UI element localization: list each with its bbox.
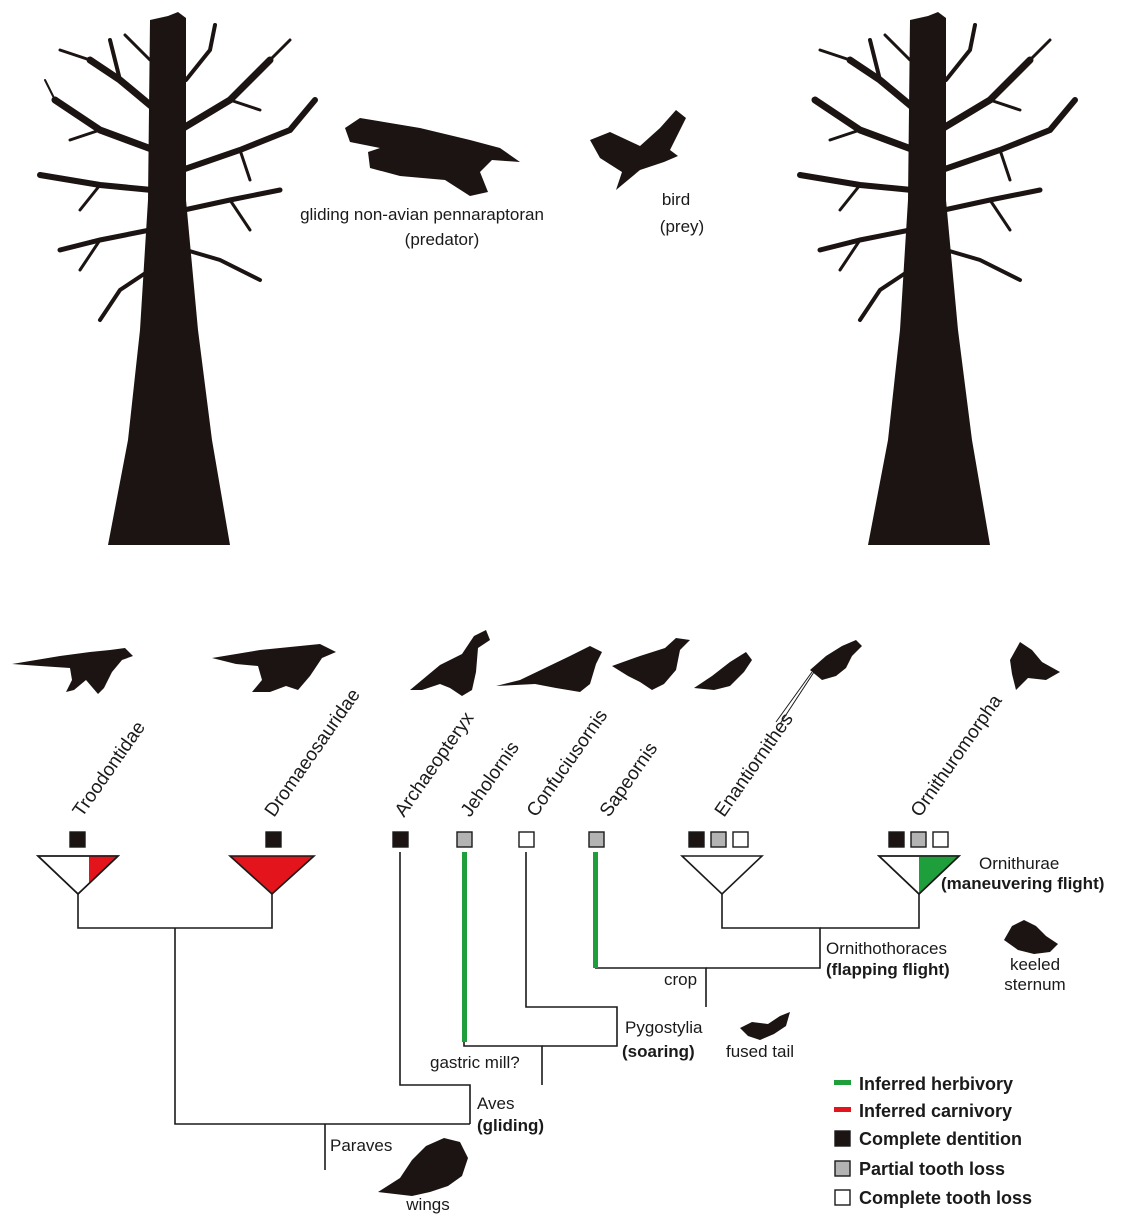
keeled-sternum-silhouette <box>1004 920 1058 954</box>
clade-triangle-dromaeosauridae <box>230 856 314 894</box>
taxon-sapeornis: Sapeornis <box>596 739 662 821</box>
trait-sternum: sternum <box>1004 975 1065 994</box>
dentition-ornithuromorpha-partial <box>911 832 926 847</box>
herbivory-bar-jeholornis <box>462 852 467 1042</box>
legend-herbivory-swatch <box>834 1080 851 1085</box>
node-ornithothoraces: Ornithothoraces <box>826 939 947 958</box>
node-ornithothoraces-flight: (flapping flight) <box>826 960 950 979</box>
node-paraves: Paraves <box>330 1136 392 1155</box>
taxon-dromaeosauridae: Dromaeosauridae <box>261 685 365 821</box>
predator-label: gliding non-avian pennaraptoran <box>300 205 544 224</box>
trait-crop: crop <box>664 970 697 989</box>
trait-fused-tail: fused tail <box>726 1042 794 1061</box>
left-tree-silhouette <box>40 12 315 545</box>
taxon-enantiornithes: Enantiornithes <box>711 709 798 821</box>
legend: Inferred herbivory Inferred carnivory Co… <box>834 1074 1032 1208</box>
dentition-ornithuromorpha-loss <box>933 832 948 847</box>
confuciusornis-silhouette <box>612 638 690 690</box>
archaeopteryx-silhouette <box>410 630 490 696</box>
legend-partial: Partial tooth loss <box>859 1159 1005 1179</box>
right-tree-silhouette <box>800 12 1075 545</box>
dentition-dromaeosauridae <box>266 832 281 847</box>
prey-sublabel: (prey) <box>660 217 704 236</box>
legend-complete-swatch <box>835 1131 850 1146</box>
troodontid-silhouette <box>12 648 133 694</box>
dentition-enantiornithes-complete <box>689 832 704 847</box>
trait-gastric-mill: gastric mill? <box>430 1053 520 1072</box>
herbivory-bar-sapeornis <box>593 852 598 968</box>
legend-loss: Complete tooth loss <box>859 1188 1032 1208</box>
legend-loss-swatch <box>835 1190 850 1205</box>
dentition-ornithuromorpha-complete <box>889 832 904 847</box>
trait-keeled: keeled <box>1010 955 1060 974</box>
taxon-troodontidae: Troodontidae <box>69 718 150 821</box>
legend-carnivory: Inferred carnivory <box>859 1101 1012 1121</box>
predator-sublabel: (predator) <box>405 230 480 249</box>
enantiornithes-silhouette <box>776 640 862 724</box>
node-aves: Aves <box>477 1094 515 1113</box>
legend-carnivory-swatch <box>834 1107 851 1112</box>
taxon-jeholornis: Jeholornis <box>457 738 524 821</box>
legend-partial-swatch <box>835 1161 850 1176</box>
legend-complete: Complete dentition <box>859 1129 1022 1149</box>
taxon-ornithuromorpha: Ornithuromorpha <box>907 691 1007 821</box>
prey-label: bird <box>662 190 690 209</box>
node-pygostylia-flight: (soaring) <box>622 1042 695 1061</box>
ornithuromorpha-silhouette <box>1010 642 1060 690</box>
trait-wings: wings <box>405 1195 449 1214</box>
legend-herbivory: Inferred herbivory <box>859 1074 1013 1094</box>
dentition-jeholornis <box>457 832 472 847</box>
node-ornithurae: Ornithurae <box>979 854 1059 873</box>
dentition-enantiornithes-loss <box>733 832 748 847</box>
predator-silhouette <box>345 118 520 196</box>
dentition-archaeopteryx <box>393 832 408 847</box>
dentition-sapeornis <box>589 832 604 847</box>
sapeornis-silhouette <box>694 652 752 690</box>
fused-tail-silhouette <box>740 1012 790 1040</box>
node-ornithurae-flight: (maneuvering flight) <box>941 874 1104 893</box>
dentition-enantiornithes-partial <box>711 832 726 847</box>
clade-triangle-enantiornithes <box>682 856 762 894</box>
dentition-confuciusornis <box>519 832 534 847</box>
prey-bird-silhouette <box>590 110 686 190</box>
node-aves-flight: (gliding) <box>477 1116 544 1135</box>
node-pygostylia: Pygostylia <box>625 1018 703 1037</box>
dentition-troodontidae <box>70 832 85 847</box>
dromaeosaurid-silhouette <box>212 644 336 692</box>
clade-triangle-troodontidae <box>38 856 118 894</box>
jeholornis-silhouette <box>496 646 602 692</box>
